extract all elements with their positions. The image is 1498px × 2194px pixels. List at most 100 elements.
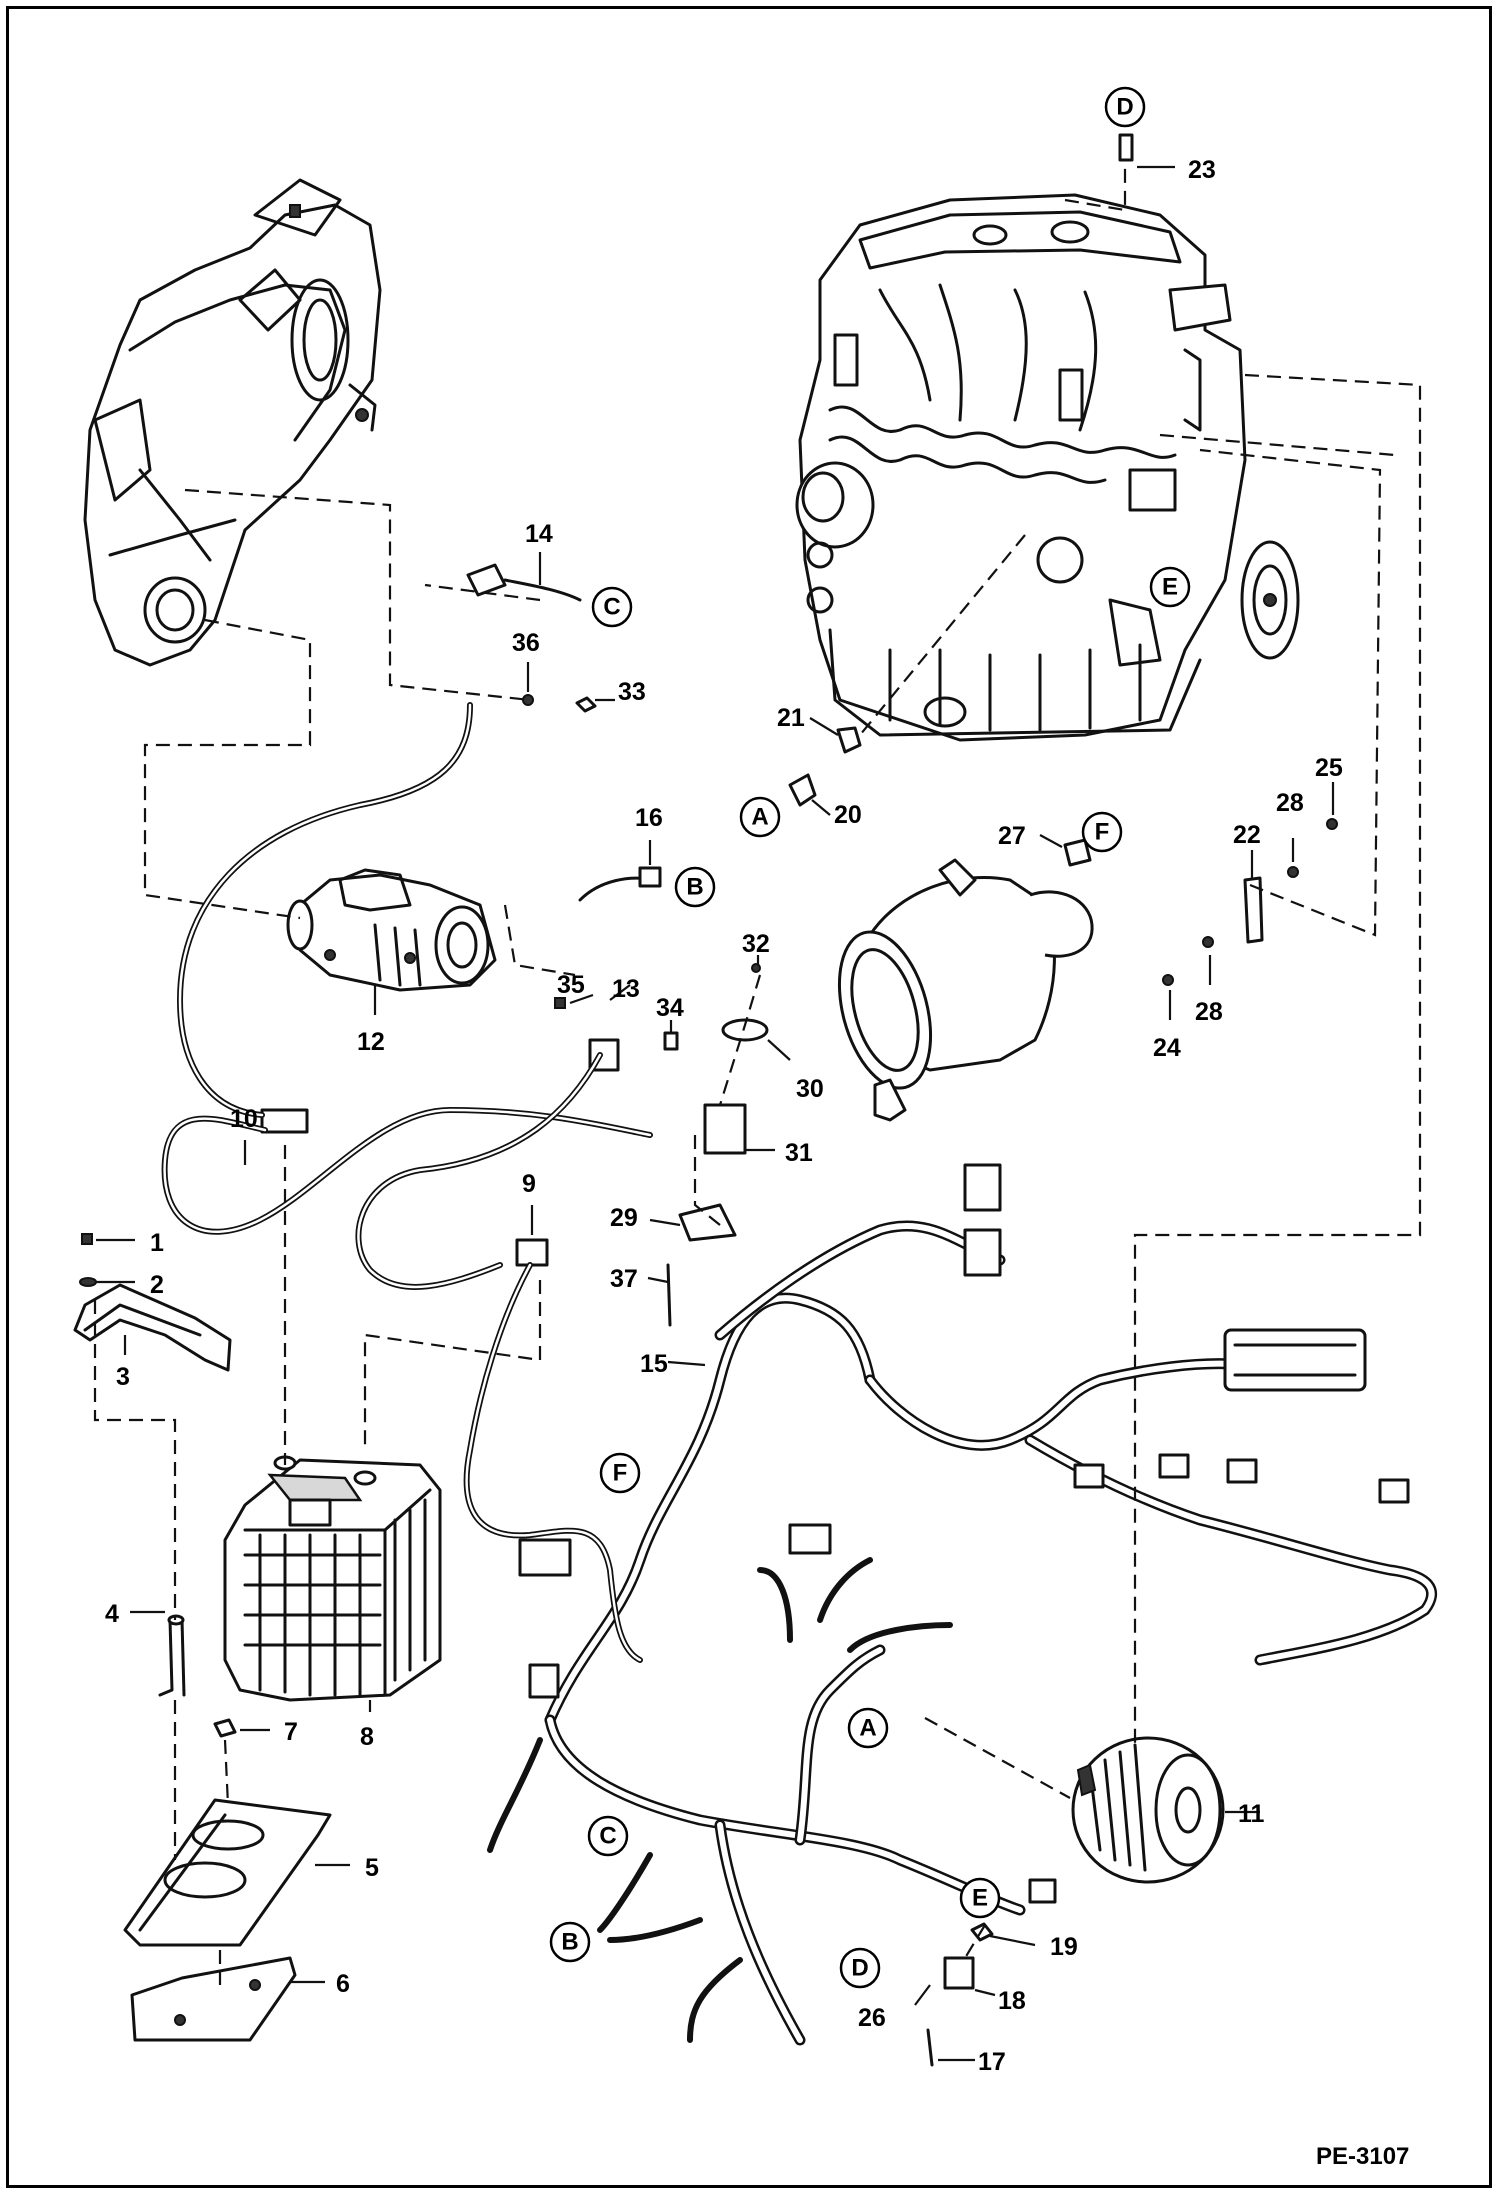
callout-26[interactable]: 26 <box>858 1984 931 2032</box>
svg-text:28: 28 <box>1195 998 1223 1026</box>
svg-text:37: 37 <box>610 1265 638 1293</box>
svg-text:32: 32 <box>742 930 770 958</box>
callout-11[interactable]: 11 <box>1225 1800 1265 1828</box>
svg-text:31: 31 <box>785 1139 813 1167</box>
callout-2[interactable]: 2 <box>96 1271 164 1299</box>
cables <box>161 702 653 1663</box>
svg-text:21: 21 <box>777 704 805 732</box>
svg-text:C: C <box>599 1823 616 1850</box>
svg-text:6: 6 <box>336 1970 350 1998</box>
callout-33[interactable]: 33 <box>595 678 646 706</box>
callout-34[interactable]: 34 <box>656 994 684 1033</box>
callout-4[interactable]: 4 <box>105 1600 165 1628</box>
callout-36[interactable]: 36 <box>512 629 540 692</box>
ref-e-harness[interactable]: E <box>959 1877 1001 1919</box>
callout-8[interactable]: 8 <box>360 1700 374 1751</box>
callout-12[interactable]: 12 <box>357 985 385 1056</box>
callout-31[interactable]: 31 <box>745 1139 813 1167</box>
callout-17[interactable]: 17 <box>938 2048 1006 2076</box>
callout-18[interactable]: 18 <box>974 1987 1026 2015</box>
svg-text:D: D <box>851 1955 868 1982</box>
battery <box>223 1455 442 1702</box>
reference-markers: A A B B C C D D E E F F <box>549 86 1191 1989</box>
callout-1[interactable]: 1 <box>96 1229 164 1257</box>
battery-hold-down <box>73 1283 232 1697</box>
callout-3[interactable]: 3 <box>116 1335 130 1391</box>
svg-text:1: 1 <box>150 1229 164 1257</box>
svg-text:19: 19 <box>1050 1933 1078 1961</box>
svg-text:C: C <box>603 594 620 621</box>
small-hardware <box>79 133 1338 2067</box>
ref-f-harness[interactable]: F <box>599 1452 641 1494</box>
callout-30[interactable]: 30 <box>767 1039 824 1103</box>
ref-d-engine[interactable]: D <box>1104 86 1146 128</box>
ref-e-engine[interactable]: E <box>1149 566 1191 608</box>
ref-c-harness[interactable]: C <box>587 1815 629 1857</box>
callout-22[interactable]: 22 <box>1233 821 1261 878</box>
svg-text:28: 28 <box>1276 789 1304 817</box>
svg-text:F: F <box>1095 819 1110 846</box>
svg-text:7: 7 <box>284 1718 298 1746</box>
svg-text:27: 27 <box>998 822 1026 850</box>
svg-text:29: 29 <box>610 1204 638 1232</box>
svg-text:5: 5 <box>365 1854 379 1882</box>
callout-35[interactable]: 35 <box>557 971 594 1005</box>
drawing-code: PE-3107 <box>1316 2143 1409 2170</box>
callout-16[interactable]: 16 <box>635 804 663 865</box>
callout-24[interactable]: 24 <box>1153 990 1181 1062</box>
svg-text:30: 30 <box>796 1075 824 1103</box>
callout-19[interactable]: 19 <box>989 1933 1078 1961</box>
callout-28b[interactable]: 28 <box>1195 955 1223 1026</box>
callout-9[interactable]: 9 <box>522 1170 536 1235</box>
callout-5[interactable]: 5 <box>315 1854 379 1882</box>
svg-text:E: E <box>1162 574 1178 601</box>
svg-text:10: 10 <box>230 1105 258 1133</box>
callout-13[interactable]: 13 <box>609 975 640 1003</box>
callout-28a[interactable]: 28 <box>1276 789 1304 862</box>
svg-text:B: B <box>686 874 703 901</box>
ref-b-starter[interactable]: B <box>674 866 716 908</box>
callout-10[interactable]: 10 <box>230 1105 258 1165</box>
svg-text:22: 22 <box>1233 821 1261 849</box>
callout-7[interactable]: 7 <box>240 1718 298 1746</box>
ref-b-harness[interactable]: B <box>549 1921 591 1963</box>
callout-23[interactable]: 23 <box>1137 156 1216 184</box>
svg-text:12: 12 <box>357 1028 385 1056</box>
svg-text:D: D <box>1116 94 1133 121</box>
callout-20[interactable]: 20 <box>811 799 862 829</box>
flywheel-housing <box>83 178 382 667</box>
callout-21[interactable]: 21 <box>777 704 839 736</box>
svg-text:23: 23 <box>1188 156 1216 184</box>
ref-f-air-cleaner[interactable]: F <box>1081 811 1123 853</box>
svg-text:E: E <box>972 1885 988 1912</box>
callout-32[interactable]: 32 <box>742 930 770 965</box>
svg-text:11: 11 <box>1238 1800 1265 1828</box>
callout-6[interactable]: 6 <box>290 1970 350 1998</box>
callout-14[interactable]: 14 <box>525 520 553 585</box>
svg-text:26: 26 <box>858 2004 886 2032</box>
svg-text:24: 24 <box>1153 1034 1181 1062</box>
svg-text:F: F <box>613 1460 628 1487</box>
svg-text:B: B <box>561 1929 578 1956</box>
svg-text:A: A <box>751 804 768 831</box>
svg-text:3: 3 <box>116 1363 130 1391</box>
svg-text:16: 16 <box>635 804 663 832</box>
callout-27[interactable]: 27 <box>998 822 1063 850</box>
svg-text:A: A <box>859 1715 876 1742</box>
engine <box>795 193 1300 742</box>
ref-c-sensor[interactable]: C <box>591 586 633 628</box>
callout-15[interactable]: 15 <box>640 1350 706 1378</box>
callout-25[interactable]: 25 <box>1315 754 1343 815</box>
callouts: 1 2 3 4 5 6 7 8 9 10 11 12 13 14 15 16 1… <box>96 156 1343 2076</box>
callout-37[interactable]: 37 <box>610 1265 669 1293</box>
ref-a-engine[interactable]: A <box>739 796 781 838</box>
ref-d-harness[interactable]: D <box>839 1947 881 1989</box>
svg-text:35: 35 <box>557 971 585 999</box>
svg-text:4: 4 <box>105 1600 119 1628</box>
svg-text:36: 36 <box>512 629 540 657</box>
alternator <box>1071 1736 1225 1884</box>
svg-text:18: 18 <box>998 1987 1026 2015</box>
ref-a-harness[interactable]: A <box>847 1707 889 1749</box>
callout-29[interactable]: 29 <box>610 1204 681 1232</box>
